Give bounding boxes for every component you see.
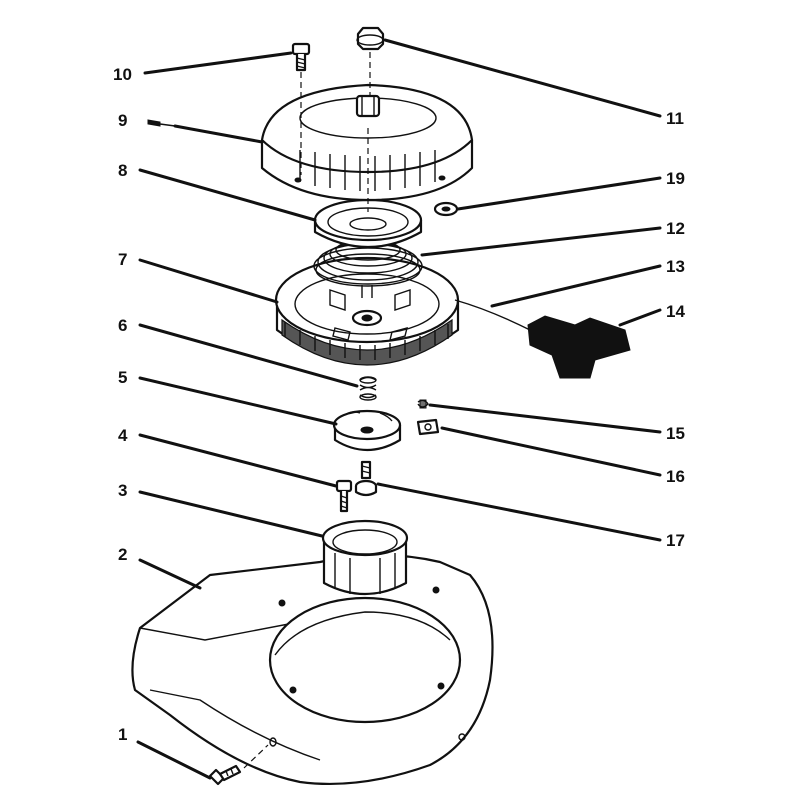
callout-5: 5 [118,368,127,387]
part-9-wire [147,119,176,127]
part-14-handle [454,299,631,379]
leader-1 [136,740,212,780]
callout-11: 11 [666,109,684,128]
callout-15: 15 [666,424,685,443]
callout-19: 19 [666,169,685,188]
part-5-pawl-plate [332,409,402,451]
part-4-screw [335,479,353,513]
callout-7: 7 [118,250,127,269]
leader-9 [173,124,264,144]
leader-10 [143,51,293,75]
leader-12 [420,226,662,257]
callout-14: 14 [666,302,685,321]
callout-2: 2 [118,545,127,564]
part-16-pawl [416,418,440,436]
leader-11 [383,38,662,118]
part-6-spring [359,376,377,401]
callout-labels: 1 2 3 4 5 6 7 8 9 10 11 19 12 13 14 15 1… [113,65,685,744]
callout-12: 12 [666,219,685,238]
callout-3: 3 [118,481,127,500]
callout-8: 8 [118,161,127,180]
callout-13: 13 [666,257,685,276]
leader-4 [138,433,338,488]
leader-19 [456,176,662,211]
callout-6: 6 [118,316,127,335]
part-10-screw [291,42,311,175]
part-2-blower-housing [131,553,494,786]
part-15-spring [417,399,429,409]
callout-4: 4 [118,426,128,445]
leader-17 [376,482,662,542]
leader-16 [440,426,662,477]
leader-6 [138,323,359,388]
part-17-bolt [354,460,378,497]
callout-17: 17 [666,531,685,550]
leader-15 [428,403,662,434]
callout-9: 9 [118,111,127,130]
callout-1: 1 [118,725,127,744]
part-1-screw [208,744,269,786]
leader-lines [136,38,662,780]
part-7-pulley [274,256,460,366]
callout-10: 10 [113,65,132,84]
part-11-nut [356,26,385,212]
leader-14 [618,308,662,327]
starter-housing-cover [260,83,474,202]
leader-5 [138,376,338,426]
leader-2 [138,558,202,590]
part-3-cup [321,519,409,596]
part-19-washer [433,201,459,217]
callout-16: 16 [666,467,685,486]
leader-7 [138,258,279,304]
leader-13 [490,264,662,308]
leader-8 [138,168,317,222]
part-8-spring-retainer [313,198,423,248]
leader-3 [138,490,324,538]
